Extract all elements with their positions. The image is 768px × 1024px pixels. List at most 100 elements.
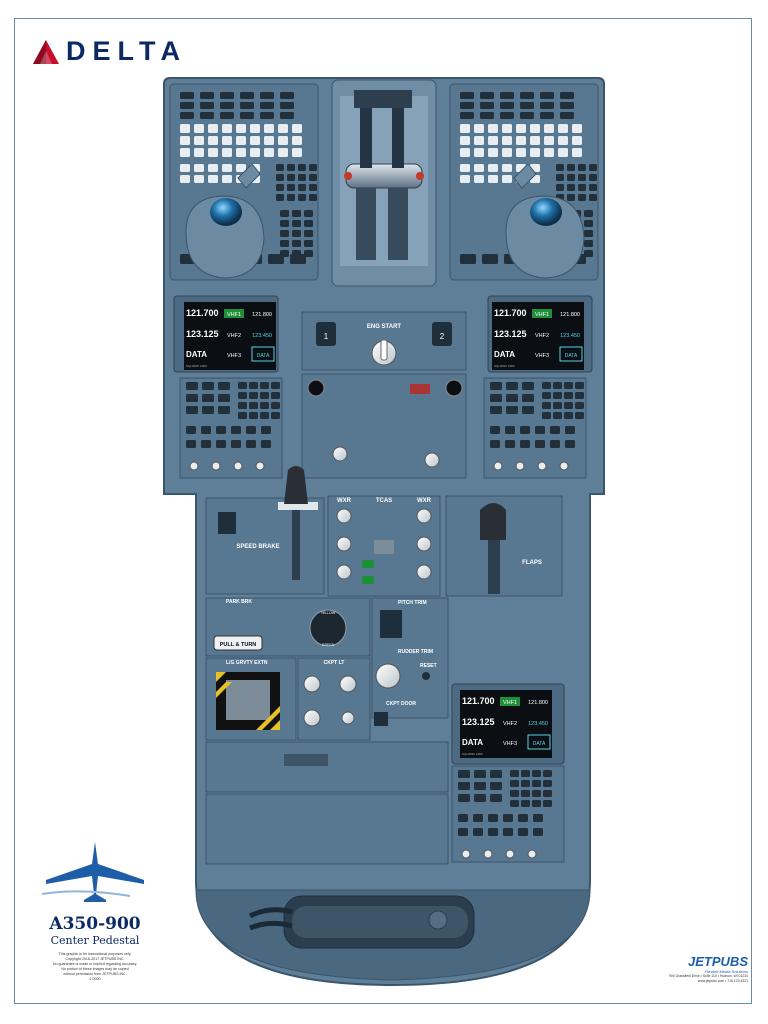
mcdu-alpha-key[interactable] [544,148,554,157]
radio-function-key[interactable] [490,440,500,448]
radio-number-key[interactable] [553,392,562,399]
radio-function-key[interactable] [201,440,211,448]
mcdu-function-key[interactable] [560,112,574,119]
mcdu-number-key[interactable] [556,174,564,181]
mcdu-alpha-key[interactable] [530,124,540,133]
mcdu-number-key[interactable] [589,174,597,181]
radio-number-key[interactable] [271,402,280,409]
mcdu-number-key[interactable] [309,164,317,171]
mcdu-function-key[interactable] [240,112,254,119]
mcdu-function-key[interactable] [540,92,554,99]
radio-number-key[interactable] [238,402,247,409]
radio-number-key[interactable] [249,392,258,399]
radio-function-key[interactable] [488,828,498,836]
radio-number-key[interactable] [249,382,258,389]
radio-function-key[interactable] [246,440,256,448]
mcdu-alpha-key[interactable] [530,148,540,157]
mcdu-function-key[interactable] [560,92,574,99]
mcdu-alpha-key[interactable] [544,124,554,133]
radio-function-key[interactable] [520,440,530,448]
mcdu-number-key[interactable] [292,220,301,227]
mcdu-function-key[interactable] [260,92,274,99]
radio-number-key[interactable] [260,412,269,419]
radio-function-key[interactable] [458,814,468,822]
mcdu-number-key[interactable] [304,230,313,237]
radio-number-key[interactable] [575,412,584,419]
radio-key[interactable] [474,794,486,802]
radio-number-key[interactable] [542,402,551,409]
mcdu-alpha-key[interactable] [516,136,526,145]
volume-knob[interactable] [493,461,503,471]
radio-function-key[interactable] [565,426,575,434]
mcdu-alpha-key[interactable] [558,136,568,145]
radio-number-key[interactable] [238,392,247,399]
mcdu-alpha-key[interactable] [460,136,470,145]
radio-function-key[interactable] [535,426,545,434]
radio-function-key[interactable] [186,426,196,434]
mcdu-number-key[interactable] [298,164,306,171]
mcdu-function-key[interactable] [180,92,194,99]
mcdu-number-key[interactable] [578,184,586,191]
mcdu-alpha-key[interactable] [222,124,232,133]
radio-number-key[interactable] [532,790,541,797]
mcdu-function-key[interactable] [540,102,554,109]
mcdu-number-key[interactable] [589,164,597,171]
tcas-mode-button[interactable] [362,576,374,584]
mcdu-alpha-key[interactable] [194,175,204,183]
mcdu-number-key[interactable] [292,240,301,247]
mcdu-function-key[interactable] [500,112,514,119]
mcdu-number-key[interactable] [309,174,317,181]
mcdu-function-key[interactable] [520,92,534,99]
volume-knob[interactable] [189,461,199,471]
mcdu-alpha-key[interactable] [208,148,218,157]
radio-function-key[interactable] [231,426,241,434]
mcdu-alpha-key[interactable] [516,148,526,157]
mcdu-alpha-key[interactable] [292,124,302,133]
mcdu-number-key[interactable] [309,194,317,201]
mcdu-function-key[interactable] [220,92,234,99]
radio-key[interactable] [506,394,518,402]
radio-number-key[interactable] [543,800,552,807]
radio-number-key[interactable] [553,402,562,409]
mcdu-alpha-key[interactable] [180,124,190,133]
mcdu-alpha-key[interactable] [194,148,204,157]
wxr-knob[interactable] [416,536,432,552]
wxr-knob[interactable] [416,564,432,580]
mcdu-alpha-key[interactable] [502,164,512,172]
radio-number-key[interactable] [510,790,519,797]
mcdu-number-key[interactable] [304,250,313,257]
mcdu-number-key[interactable] [567,184,575,191]
radio-function-key[interactable] [550,440,560,448]
mcdu-function-key[interactable] [180,112,194,119]
radio-number-key[interactable] [553,382,562,389]
mcdu-alpha-key[interactable] [460,148,470,157]
radio-key[interactable] [522,406,534,414]
radio-function-key[interactable] [535,440,545,448]
mcdu-number-key[interactable] [578,164,586,171]
radio-function-key[interactable] [490,426,500,434]
radio-function-key[interactable] [533,814,543,822]
mcdu-alpha-key[interactable] [502,124,512,133]
mcdu-alpha-key[interactable] [278,148,288,157]
radio-number-key[interactable] [521,770,530,777]
volume-knob[interactable] [461,849,471,859]
radio-key[interactable] [506,382,518,390]
mcdu-function-key[interactable] [180,102,194,109]
mcdu-number-key[interactable] [280,220,289,227]
mcdu-alpha-key[interactable] [236,164,246,172]
mcdu-alpha-key[interactable] [544,136,554,145]
mcdu-alpha-key[interactable] [558,148,568,157]
radio-key[interactable] [474,782,486,790]
radio-function-key[interactable] [550,426,560,434]
mcdu-alpha-key[interactable] [292,148,302,157]
mcdu-alpha-key[interactable] [208,124,218,133]
radio-number-key[interactable] [238,382,247,389]
mcdu-number-key[interactable] [567,174,575,181]
mcdu-number-key[interactable] [584,210,593,217]
mcdu-function-key[interactable] [240,102,254,109]
mcdu-page-key[interactable] [460,254,476,264]
wxr-knob[interactable] [416,508,432,524]
mcdu-alpha-key[interactable] [222,164,232,172]
mcdu-number-key[interactable] [280,240,289,247]
mcdu-alpha-key[interactable] [502,148,512,157]
